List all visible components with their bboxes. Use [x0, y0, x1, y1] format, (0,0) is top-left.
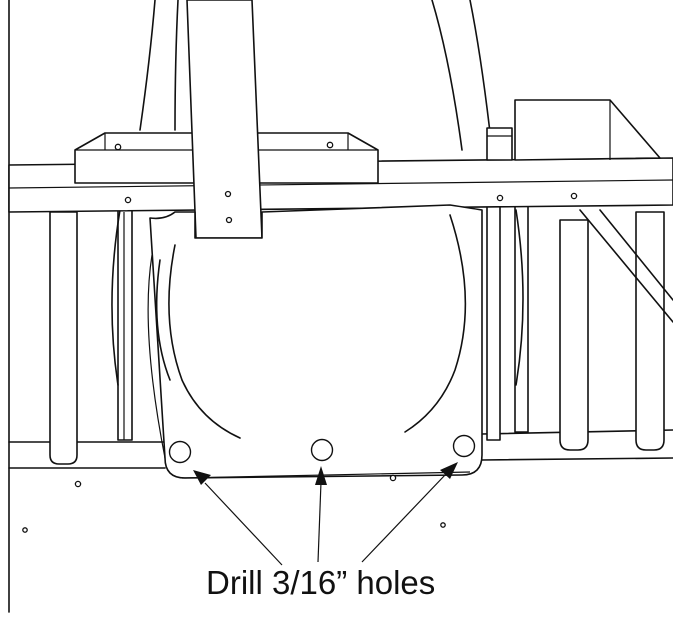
drill-callout-label: Drill 3/16” holes	[206, 564, 436, 601]
center-strap	[186, 0, 263, 239]
cables	[111, 0, 524, 386]
drill-hole-center	[310, 438, 334, 462]
right-tubes	[486, 204, 665, 451]
arrowhead-left	[193, 470, 211, 485]
drill-holes	[168, 434, 476, 464]
floor-holes	[22, 474, 446, 533]
drill-hole-left	[168, 440, 192, 464]
callout-leaders	[193, 462, 458, 566]
drill-hole-right	[452, 434, 476, 458]
rail-holes	[124, 192, 578, 204]
arrowhead-right	[440, 462, 458, 479]
arrowhead-center	[315, 466, 327, 485]
floor-panel-edge	[8, 457, 673, 469]
left-tubes	[49, 209, 133, 465]
diagonal-brace	[579, 209, 673, 323]
mounting-plate	[147, 204, 483, 479]
right-box	[486, 99, 661, 161]
